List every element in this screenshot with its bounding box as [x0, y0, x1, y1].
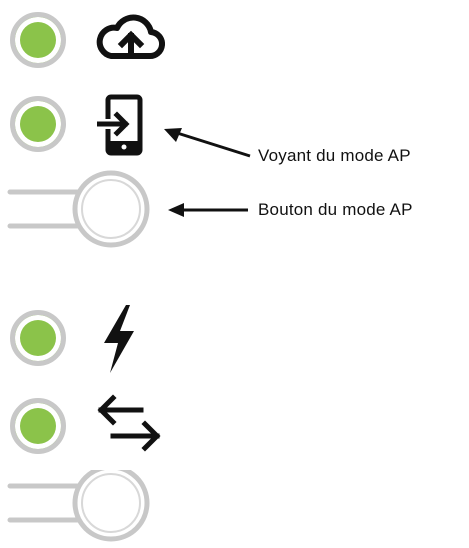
ap-button-label: Bouton du mode AP: [258, 200, 413, 219]
data-transfer-led: [10, 398, 66, 454]
ap-mode-button[interactable]: [0, 170, 155, 248]
ap-button-pointer-arrow: [166, 200, 250, 220]
power-status-led: [10, 310, 66, 366]
secondary-button[interactable]: [0, 470, 155, 548]
lightning-icon: [100, 305, 136, 373]
ap-led-pointer-arrow: [160, 124, 252, 160]
ap-led-label: Voyant du mode AP: [258, 146, 411, 165]
ap-mode-led: [10, 96, 66, 152]
swap-arrows-icon: [93, 392, 165, 456]
tablet-login-icon: [97, 94, 149, 156]
cloud-status-led: [10, 12, 66, 68]
cloud-upload-icon: [93, 14, 165, 62]
